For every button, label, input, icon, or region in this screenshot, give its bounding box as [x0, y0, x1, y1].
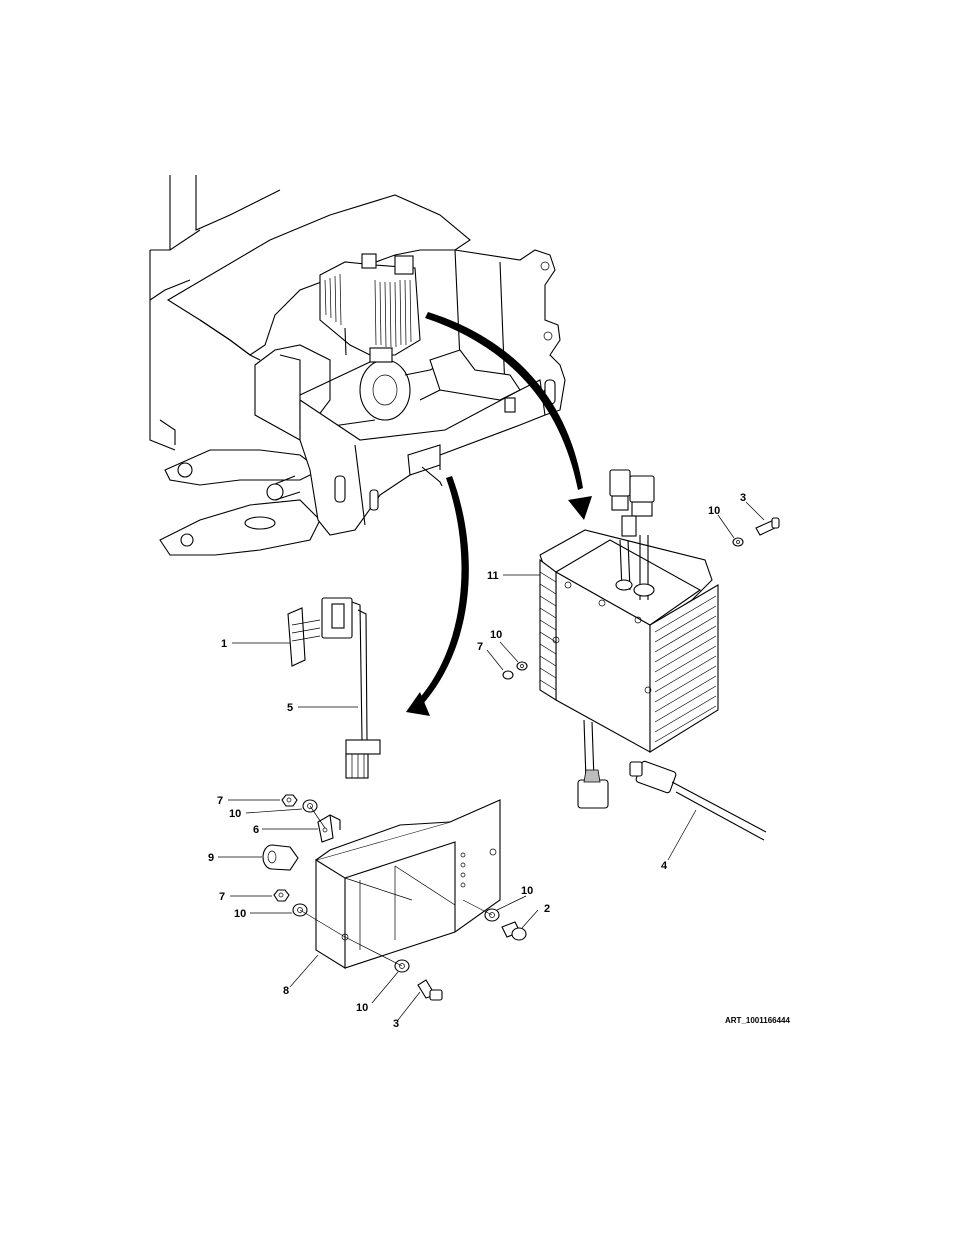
- callout-1: 1: [221, 638, 227, 650]
- callout-10: 10: [490, 629, 502, 641]
- callout-7: 7: [217, 795, 223, 807]
- callout-10: 10: [708, 505, 720, 517]
- callout-6: 6: [253, 824, 259, 836]
- callout-10: 10: [521, 885, 533, 897]
- callout-3: 3: [393, 1018, 399, 1030]
- charger-in-frame: [320, 254, 420, 362]
- harness-assembly: [288, 598, 380, 778]
- art-code: ART_1001166444: [725, 1016, 790, 1025]
- callout-10: 10: [356, 1002, 368, 1014]
- callout-10: 10: [229, 808, 241, 820]
- callout-5: 5: [287, 702, 293, 714]
- callout-9: 9: [208, 852, 214, 864]
- battery-charger: [540, 470, 766, 840]
- callout-8: 8: [283, 985, 289, 997]
- callout-7: 7: [477, 641, 483, 653]
- callout-3: 3: [740, 492, 746, 504]
- callout-7: 7: [219, 891, 225, 903]
- enclosure-box: [316, 800, 500, 968]
- callout-2: 2: [544, 903, 550, 915]
- callout-10: 10: [234, 908, 246, 920]
- callout-4: 4: [661, 860, 668, 872]
- chassis-frame: [150, 175, 565, 555]
- callout-11: 11: [487, 570, 499, 582]
